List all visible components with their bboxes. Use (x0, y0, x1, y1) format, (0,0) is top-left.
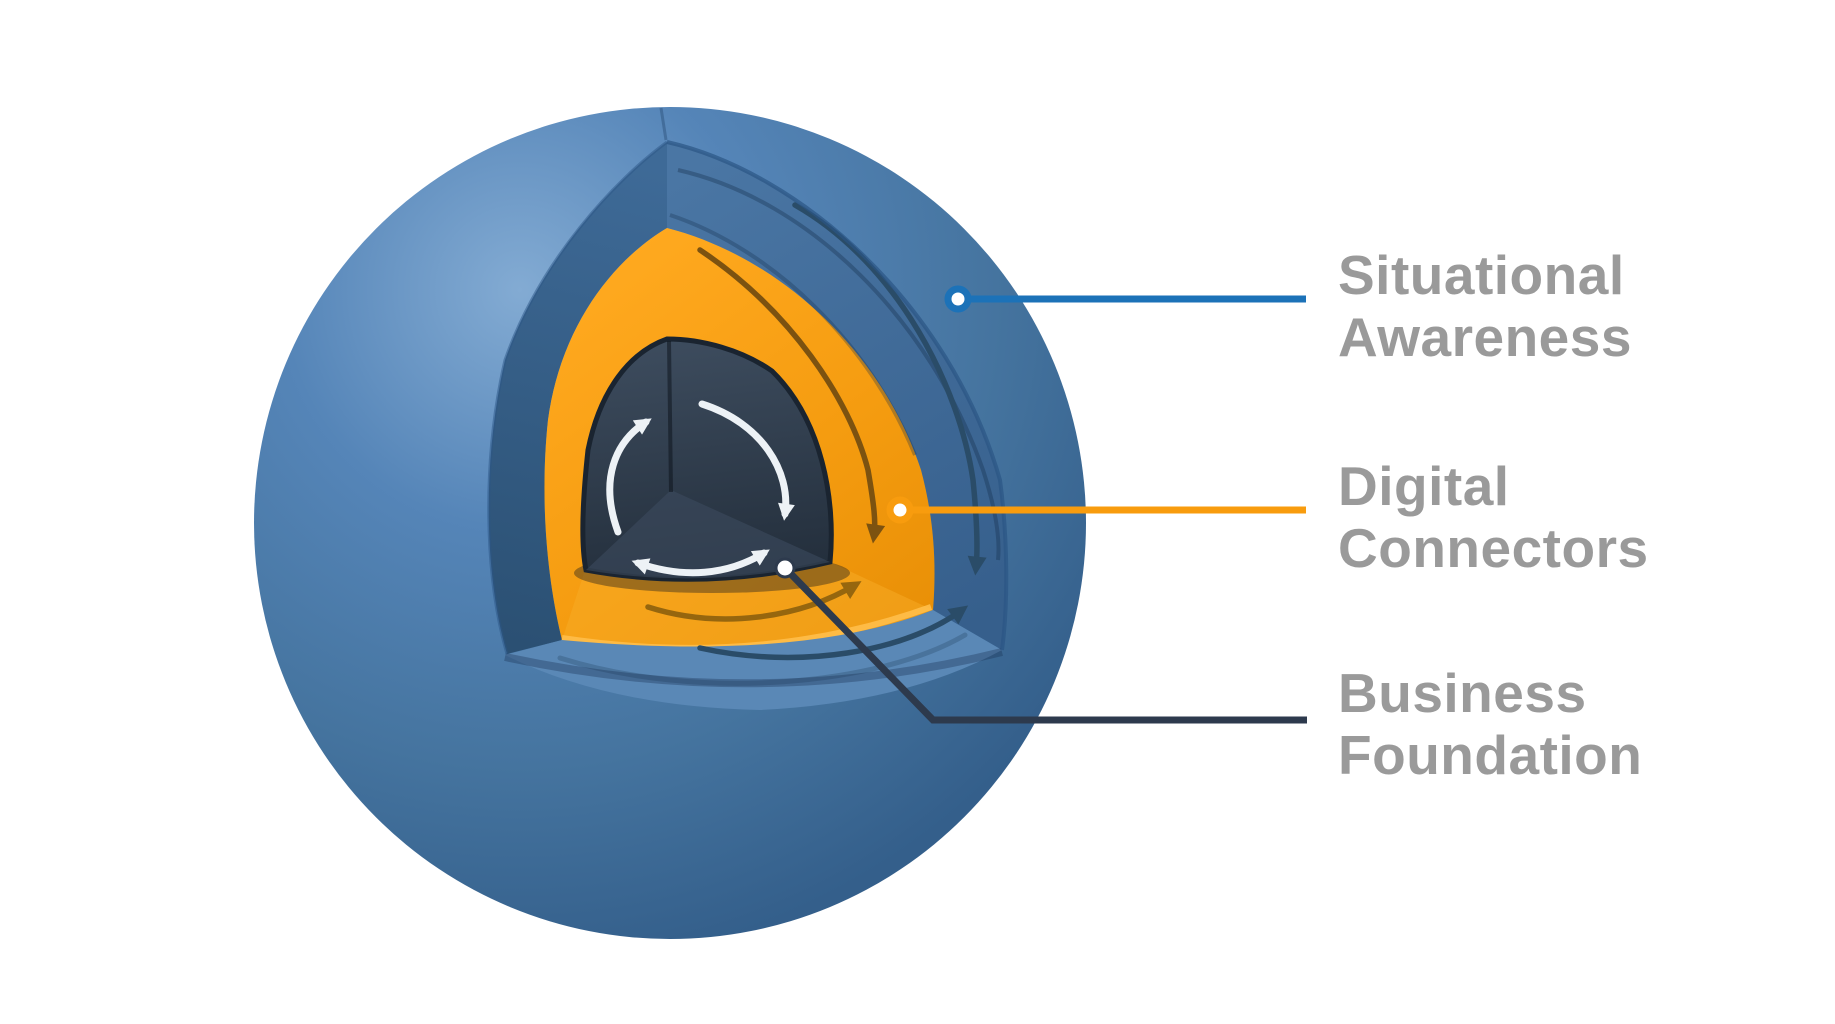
digital-connectors-marker-dot (886, 496, 914, 524)
label-digital-connectors-line2: Connectors (1338, 517, 1649, 579)
situational-awareness-marker-dot (944, 285, 972, 313)
label-business-foundation-line2: Foundation (1338, 724, 1643, 786)
leader-digital-connectors (886, 496, 1306, 524)
business-foundation-marker-dot (774, 557, 796, 579)
blue-floor (505, 610, 1002, 710)
core-ridge (667, 340, 673, 493)
blue-front-arc (557, 632, 968, 686)
flow-arrows (557, 202, 987, 686)
label-business-foundation: Business Foundation (1338, 662, 1642, 786)
blue-band-groove-2 (669, 213, 917, 456)
core-arrow-down (698, 400, 795, 521)
cutaway-blue-band (667, 142, 1007, 650)
apex-crease (659, 107, 668, 141)
blue-band-down-arrow (792, 202, 987, 576)
cut-left-crease (487, 140, 668, 655)
blue-band-groove (677, 168, 1001, 561)
core-arrow-up (606, 418, 652, 536)
blue-floor-front-shade (504, 648, 1003, 688)
label-situational-awareness-line2: Awareness (1338, 306, 1632, 368)
label-business-foundation-line1: Business (1338, 662, 1587, 724)
core-arrow-horizontal (631, 549, 770, 577)
orange-band-down-arrow (697, 247, 886, 544)
leader-business-foundation (774, 557, 1307, 724)
label-digital-connectors-line1: Digital (1338, 455, 1510, 517)
label-situational-awareness: Situational Awareness (1338, 244, 1632, 368)
cut-rim-edge (666, 140, 1009, 651)
blue-floor-arrow (697, 605, 969, 661)
leader-situational-awareness (944, 285, 1306, 313)
cutaway-left-face (488, 142, 667, 654)
orange-floor-arrow (645, 581, 862, 622)
label-situational-awareness-line1: Situational (1338, 244, 1625, 306)
core-cycle-arrows (606, 400, 795, 577)
label-digital-connectors: Digital Connectors (1338, 455, 1649, 579)
